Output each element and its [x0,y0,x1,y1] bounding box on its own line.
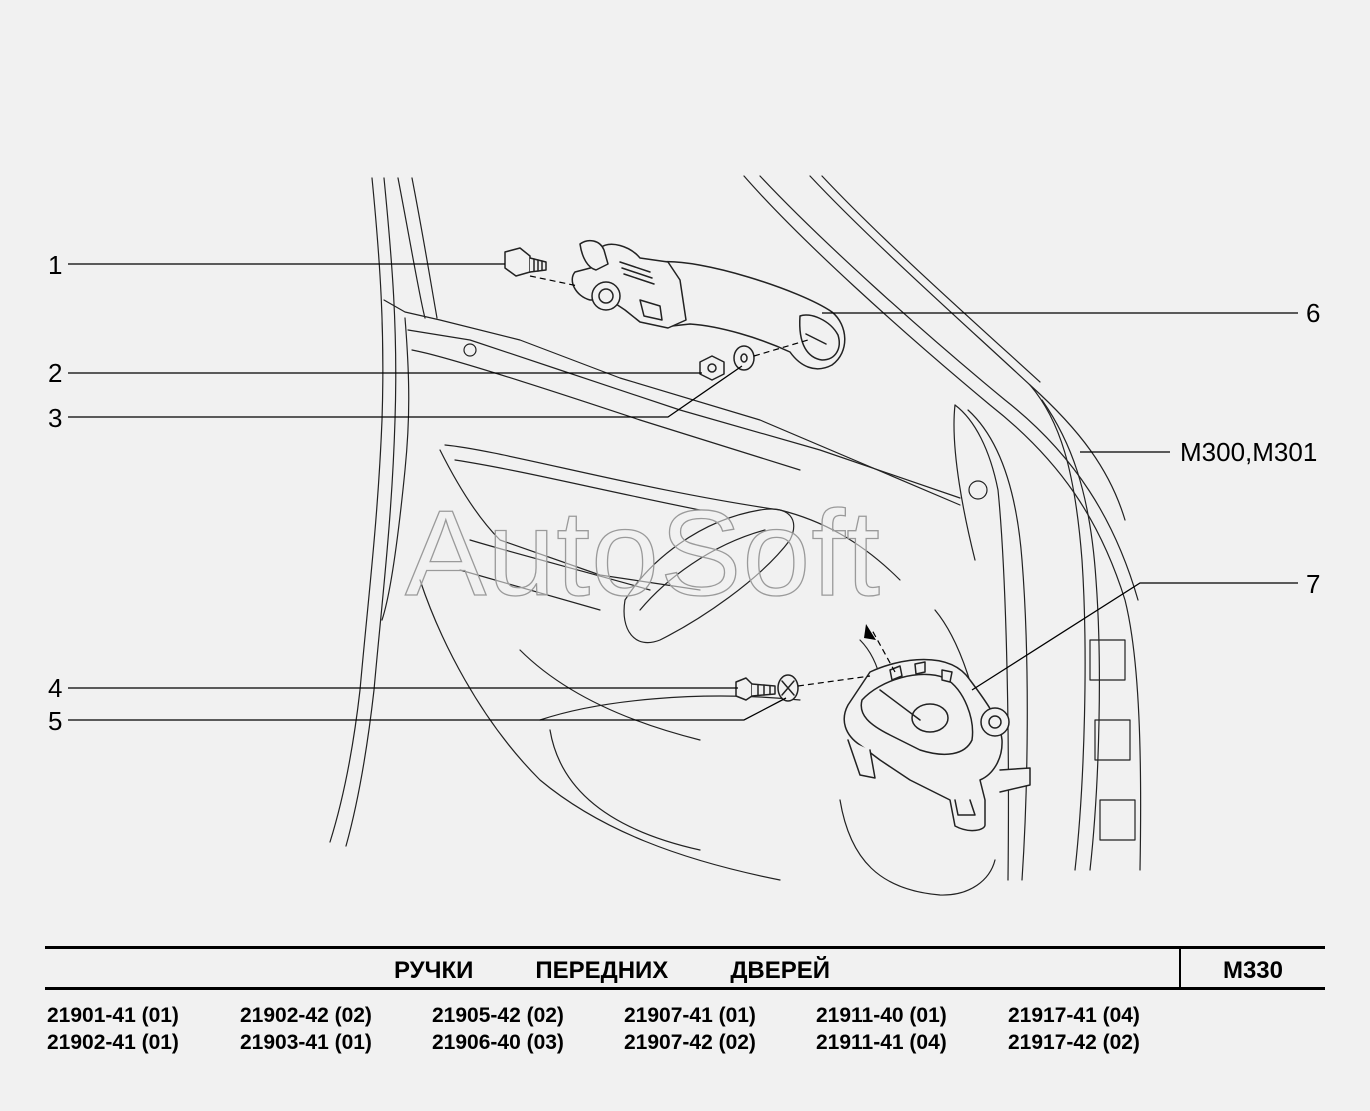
model-code: 21907-42 (02) [624,1031,756,1054]
model-code: 21907-41 (01) [624,1004,756,1027]
title-divider [1179,946,1181,990]
leader-line-3 [68,365,743,418]
callout-6: 6 [1306,298,1321,328]
nut-part-2 [699,355,725,381]
assembly-line-4 [871,629,896,673]
bolt-part-1 [504,247,547,277]
arrow-head [864,624,876,640]
door-diagram [68,175,1298,896]
washer-part-5 [777,674,799,702]
callout-4: 4 [48,673,63,703]
outer-door-handle [571,239,846,370]
callout-3: 3 [48,403,63,433]
assembly-line-1 [529,275,579,287]
callout-2: 2 [48,358,63,388]
washer-part-3 [733,345,755,371]
inner-door-handle [843,658,1031,832]
leader-line-7 [971,582,1298,691]
model-code: 21905-42 (02) [432,1004,564,1027]
model-code: 21906-40 (03) [432,1031,564,1054]
reference-label: M300,M301 [1180,437,1318,467]
callout-5: 5 [48,706,63,736]
page-title: РУЧКИ ПЕРЕДНИХ ДВЕРЕЙ [393,957,831,984]
model-code: 21902-42 (02) [240,1004,372,1027]
model-code: 21917-41 (04) [1008,1004,1140,1027]
model-code: 21902-41 (01) [47,1031,179,1054]
model-code: 21903-41 (01) [240,1031,372,1054]
callout-1: 1 [48,250,63,280]
model-code: 21917-42 (02) [1008,1031,1140,1054]
title-block: РУЧКИ ПЕРЕДНИХ ДВЕРЕЙ M330 [45,946,1325,990]
model-code: 21901-41 (01) [47,1004,179,1027]
door-frame [329,175,1142,896]
model-code: 21911-40 (01) [816,1004,947,1027]
leader-line-5 [68,697,787,721]
screw-part-4 [735,677,776,701]
sheet-code: M330 [1222,957,1284,984]
model-code: 21911-41 (04) [816,1031,947,1054]
assembly-line-3 [797,675,871,687]
callout-7: 7 [1306,569,1321,599]
